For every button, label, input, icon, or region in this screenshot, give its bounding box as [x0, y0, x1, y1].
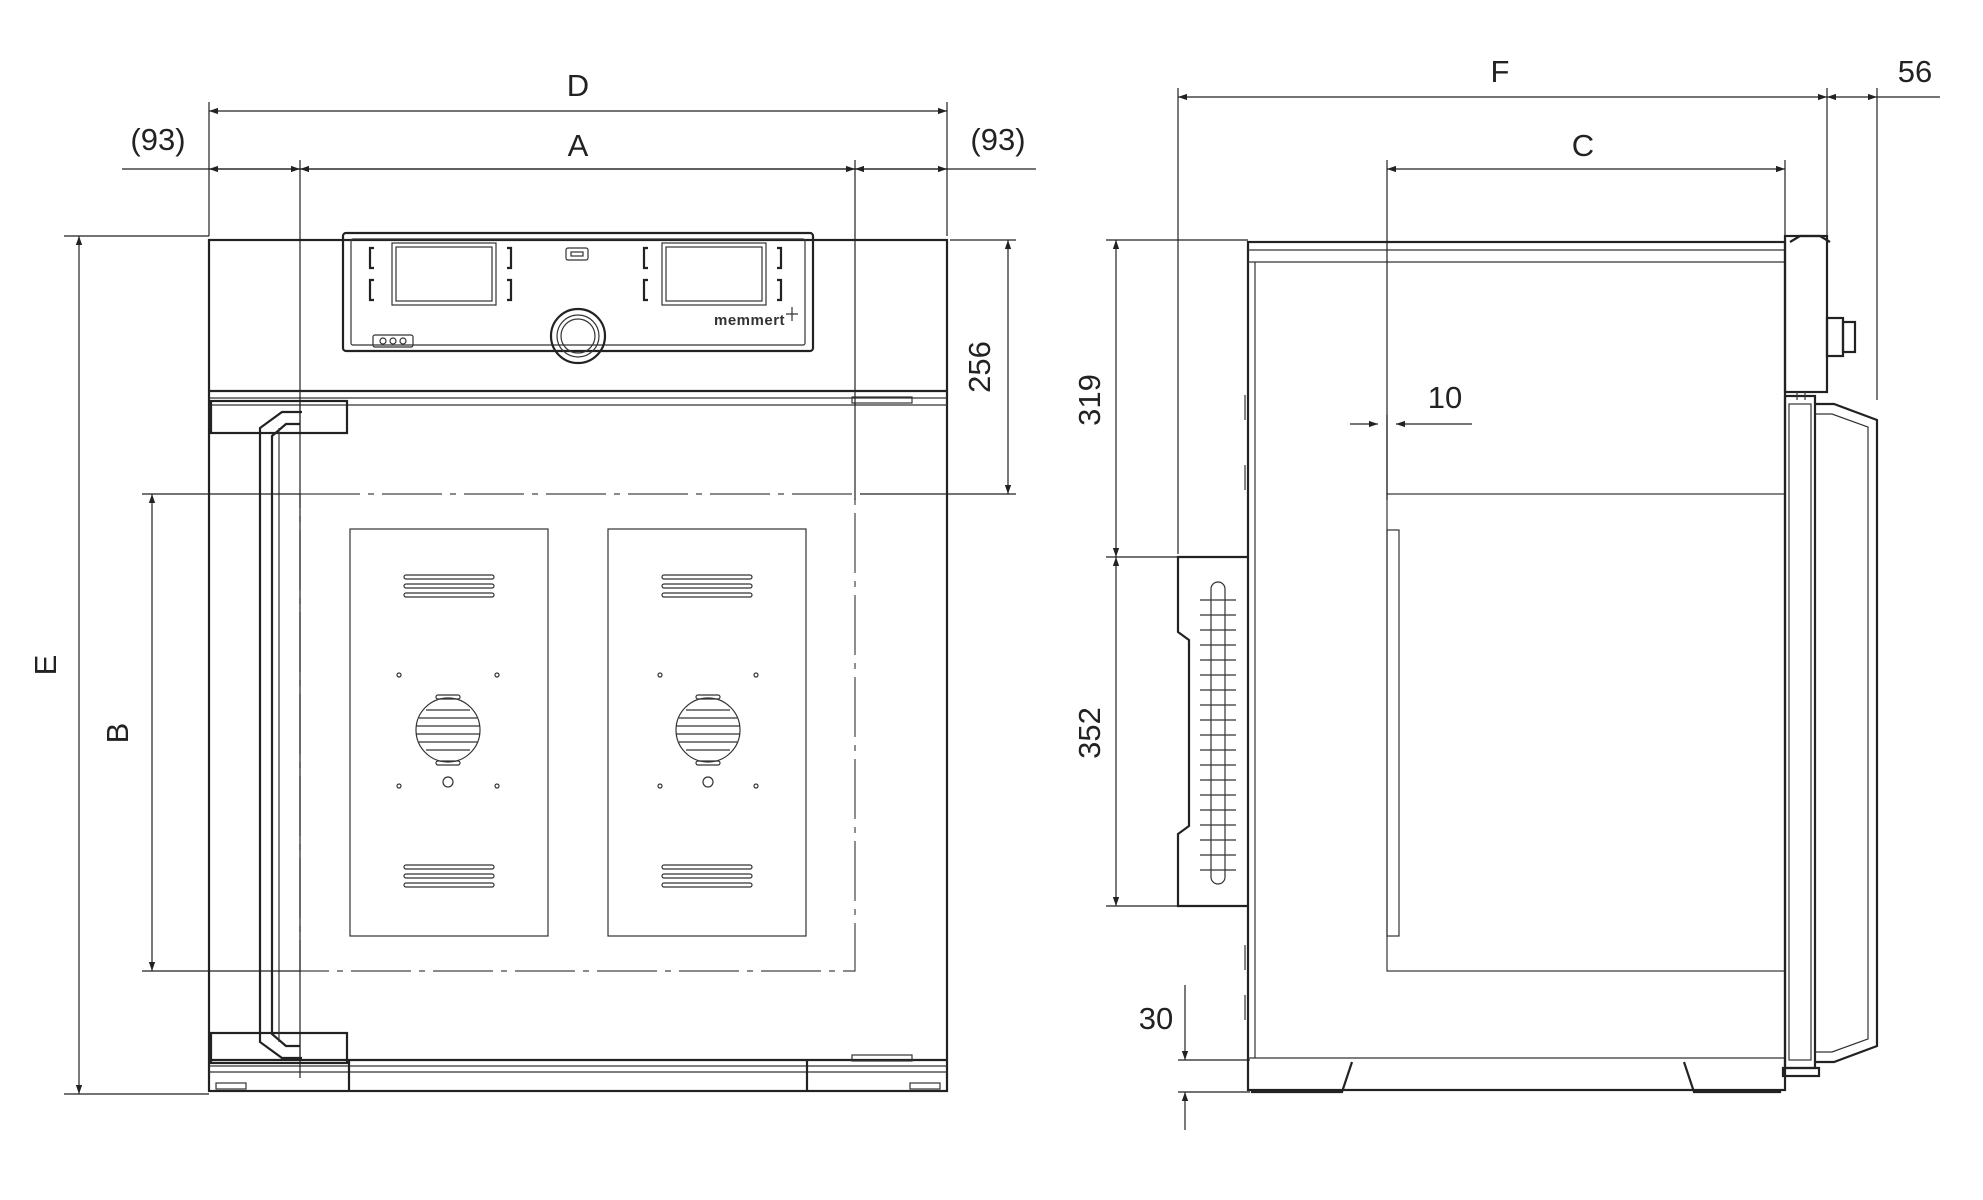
control-panel	[341, 231, 815, 353]
fan-panel-right	[607, 528, 807, 937]
side-chamber	[1386, 493, 1786, 972]
foot-front	[1682, 1061, 1782, 1094]
rear-vent	[1176, 555, 1248, 908]
dim-352: 352	[1072, 707, 1107, 759]
side-dimensions: F 56 C 10 319 352 30	[1072, 54, 1940, 1130]
display-left	[368, 242, 513, 306]
front-cabinet	[207, 238, 949, 1093]
side-view	[1176, 234, 1879, 1094]
dim-319: 319	[1072, 374, 1107, 426]
display-right	[642, 242, 783, 306]
key-icon	[565, 247, 589, 261]
dim-D: D	[567, 68, 589, 103]
side-cabinet	[1246, 240, 1787, 1092]
chamber-outline	[299, 493, 856, 972]
dim-C: C	[1572, 128, 1594, 163]
control-knob	[549, 307, 607, 365]
brand-label: memmert	[714, 312, 785, 329]
dim-256: 256	[962, 341, 997, 393]
front-dimensions: D A (93) (93) E B 256	[28, 68, 1036, 1095]
dim-B: B	[100, 723, 135, 744]
dim-right-offset: (93)	[970, 122, 1025, 157]
dim-left-offset: (93)	[130, 122, 185, 157]
dim-F: F	[1491, 54, 1510, 89]
door-handle	[258, 410, 302, 1060]
fan-panel-left	[349, 528, 549, 937]
dim-E: E	[28, 655, 63, 676]
dim-56: 56	[1898, 54, 1932, 89]
dim-10: 10	[1428, 380, 1462, 415]
foot-rear	[1250, 1061, 1354, 1094]
dim-30: 30	[1139, 1001, 1173, 1036]
dim-A: A	[568, 128, 589, 163]
front-view: memmert	[207, 231, 949, 1093]
side-door	[1781, 234, 1879, 1078]
